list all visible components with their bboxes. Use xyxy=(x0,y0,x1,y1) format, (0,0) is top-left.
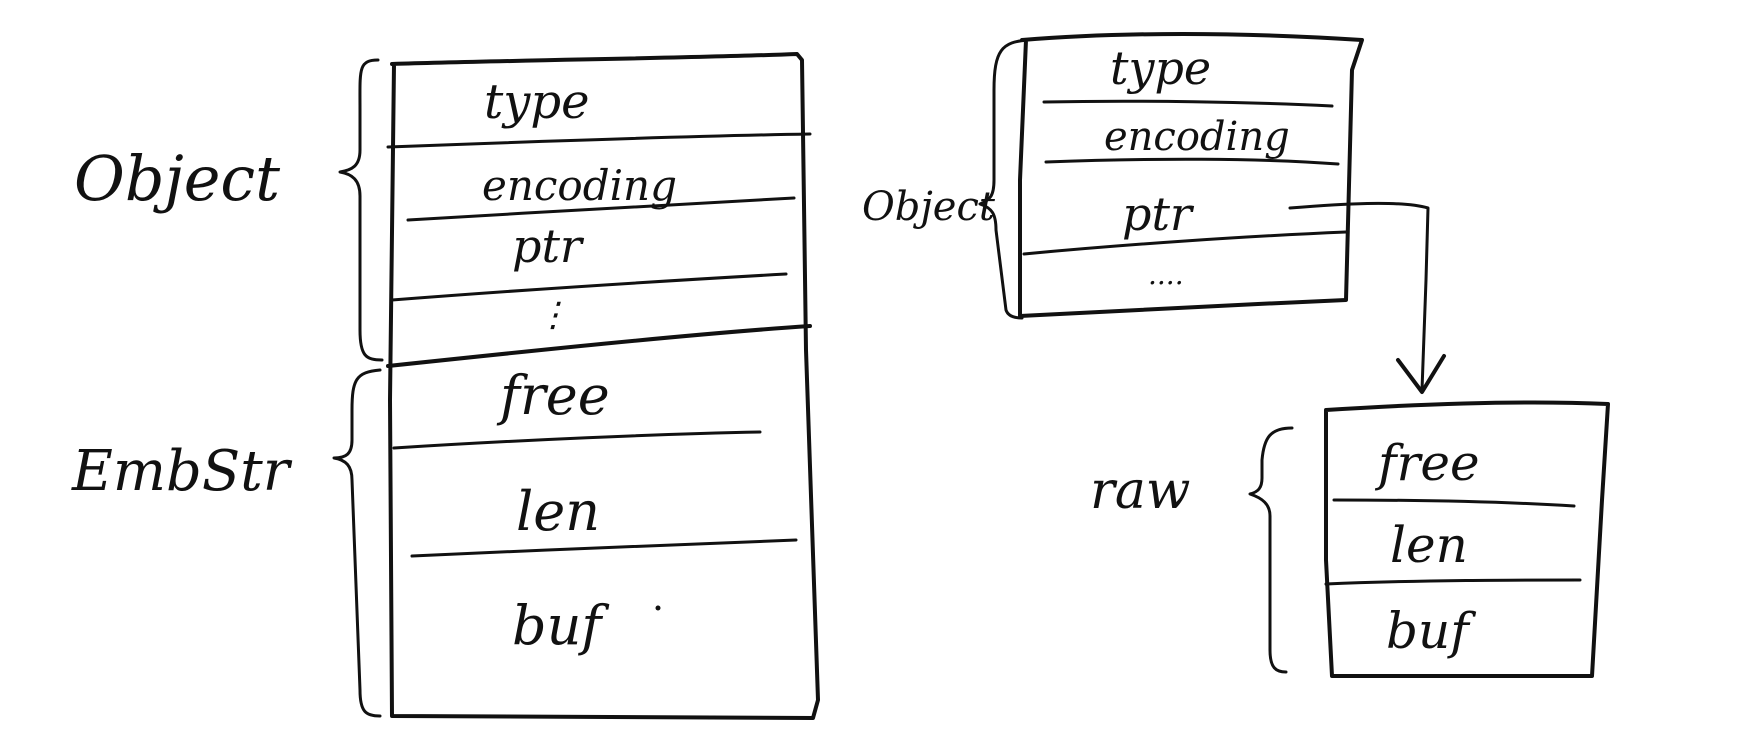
raw-field-buf: buf xyxy=(1386,602,1476,660)
field-len: len xyxy=(516,480,600,543)
divider-len-buf xyxy=(410,538,798,558)
divider-ptr-ellipsis xyxy=(390,272,788,302)
field-ellipsis: ⋮ xyxy=(536,295,570,335)
object-brace xyxy=(338,58,384,362)
raw-divider-len-buf xyxy=(1324,578,1582,586)
raw-field-ptr: ptr xyxy=(1122,187,1195,241)
field-encoding: encoding xyxy=(482,161,677,210)
object-group-label: Object xyxy=(74,142,280,215)
divider-type-encoding xyxy=(386,132,812,149)
ptr-arrow-head xyxy=(1396,354,1446,394)
raw-field-encoding: encoding xyxy=(1104,114,1290,160)
divider-object-embstr xyxy=(386,324,812,368)
raw-layout: Object type encoding ptr .... raw free l… xyxy=(862,32,1610,678)
embstr-box-outline xyxy=(388,52,820,720)
ptr-arrow-line xyxy=(1288,201,1430,392)
embstr-layout: Object EmbStr type encoding ptr ⋮ free l… xyxy=(71,52,820,720)
raw-brace xyxy=(1248,426,1294,674)
raw-field-len: len xyxy=(1390,516,1468,574)
field-free: free xyxy=(496,364,610,427)
raw-sds-box-outline xyxy=(1324,400,1610,678)
raw-field-free: free xyxy=(1374,434,1480,492)
raw-field-ellipsis: .... xyxy=(1148,258,1184,291)
raw-object-box-outline xyxy=(1018,32,1364,318)
field-type: type xyxy=(484,74,590,130)
raw-divider-free-len xyxy=(1332,498,1576,508)
raw-divider-ptr-ellipsis xyxy=(1022,230,1348,256)
raw-divider-type-encoding xyxy=(1042,99,1334,108)
raw-group-label: raw xyxy=(1090,461,1190,521)
divider-free-len xyxy=(392,430,762,450)
embstr-group-label: EmbStr xyxy=(71,439,293,504)
raw-divider-encoding-ptr xyxy=(1044,157,1340,166)
raw-object-label: Object xyxy=(862,184,996,230)
raw-object-brace xyxy=(978,38,1030,320)
divider-encoding-ptr xyxy=(406,196,796,222)
field-ptr: ptr xyxy=(512,219,585,273)
embstr-brace xyxy=(332,368,382,718)
raw-field-type: type xyxy=(1110,41,1211,95)
field-buf: buf xyxy=(512,594,609,657)
stray-dot xyxy=(655,605,661,611)
